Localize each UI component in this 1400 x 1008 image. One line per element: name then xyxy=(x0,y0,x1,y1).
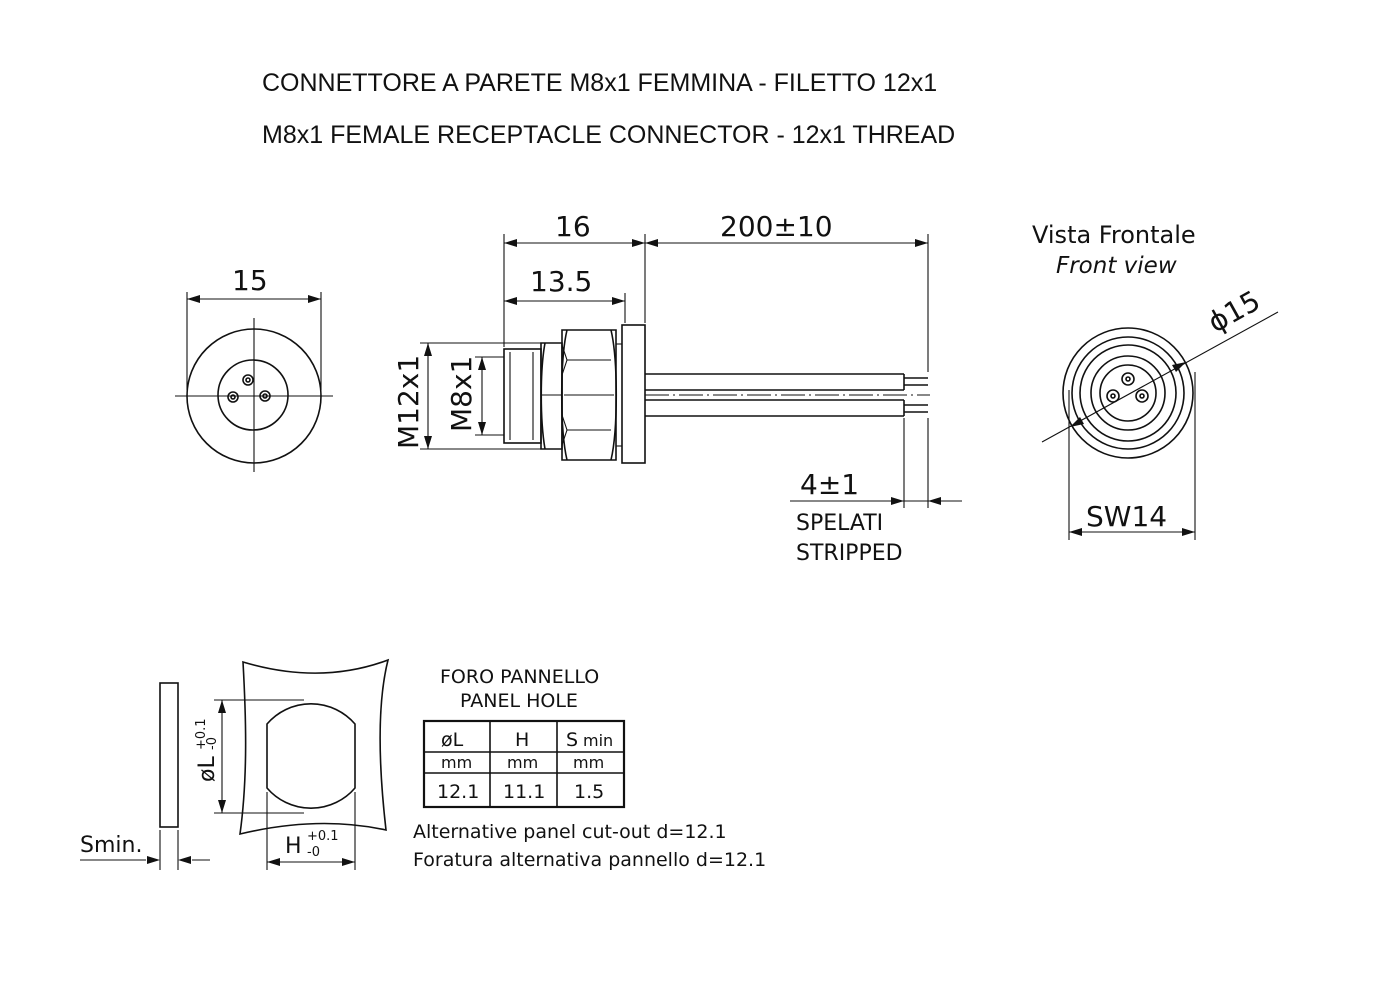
dim-thread-m12: M12x1 xyxy=(392,355,425,449)
table-unit-phi-l: mm xyxy=(441,753,472,772)
table-header-s: S xyxy=(566,729,578,751)
table-unit-h: mm xyxy=(507,753,538,772)
dim-h-tol-plus: +0.1 xyxy=(307,829,339,844)
stripped-label-en: STRIPPED xyxy=(796,541,903,566)
dim-stripped-length: 4±1 xyxy=(800,468,859,501)
dim-cable-length: 200±10 xyxy=(720,210,833,243)
note-alternative-en: Alternative panel cut-out d=12.1 xyxy=(413,821,727,843)
front-view xyxy=(1041,311,1279,540)
dim-phi-l-tol-plus: +0.1 xyxy=(194,718,209,750)
table-value-phi-l: 12.1 xyxy=(437,781,479,803)
table-header-phi-l: øL xyxy=(441,729,464,751)
dim-h: H xyxy=(285,834,302,859)
dim-thread-m8: M8x1 xyxy=(445,356,478,432)
panel-hole-view xyxy=(214,658,390,870)
dim-length-13-5: 13.5 xyxy=(530,265,592,298)
dim-length-16: 16 xyxy=(555,210,591,243)
front-view-label-en: Front view xyxy=(1056,253,1177,279)
table-unit-s: mm xyxy=(573,753,604,772)
title-english: M8x1 FEMALE RECEPTACLE CONNECTOR - 12x1 … xyxy=(262,121,955,149)
title-italian: CONNETTORE A PARETE M8x1 FEMMINA - FILET… xyxy=(262,69,937,97)
panel-hole-title-it: FORO PANNELLO xyxy=(440,666,599,688)
panel-hole-table xyxy=(422,719,626,809)
panel-side-view xyxy=(80,682,210,870)
side-view xyxy=(420,234,962,508)
front-view-label-it: Vista Frontale xyxy=(1032,221,1196,249)
table-header-h: H xyxy=(515,729,529,751)
table-value-s: 1.5 xyxy=(574,781,604,803)
dim-phi-l: øL xyxy=(195,756,220,782)
note-alternative-it: Foratura alternativa pannello d=12.1 xyxy=(413,849,766,871)
table-header-s-sub: min xyxy=(583,731,613,750)
dim-wrench-size: SW14 xyxy=(1086,500,1167,533)
dim-phi-l-tol-minus: -0 xyxy=(205,737,220,750)
dim-diameter-15: 15 xyxy=(232,264,268,297)
table-value-h: 11.1 xyxy=(503,781,545,803)
panel-hole-title-en: PANEL HOLE xyxy=(460,690,578,712)
dim-h-tol-minus: -0 xyxy=(307,845,320,860)
dim-front-diameter: ϕ15 xyxy=(1202,284,1265,339)
stripped-label-it: SPELATI xyxy=(796,511,883,536)
dim-s-min: Smin. xyxy=(80,833,142,858)
face-view xyxy=(175,292,333,472)
